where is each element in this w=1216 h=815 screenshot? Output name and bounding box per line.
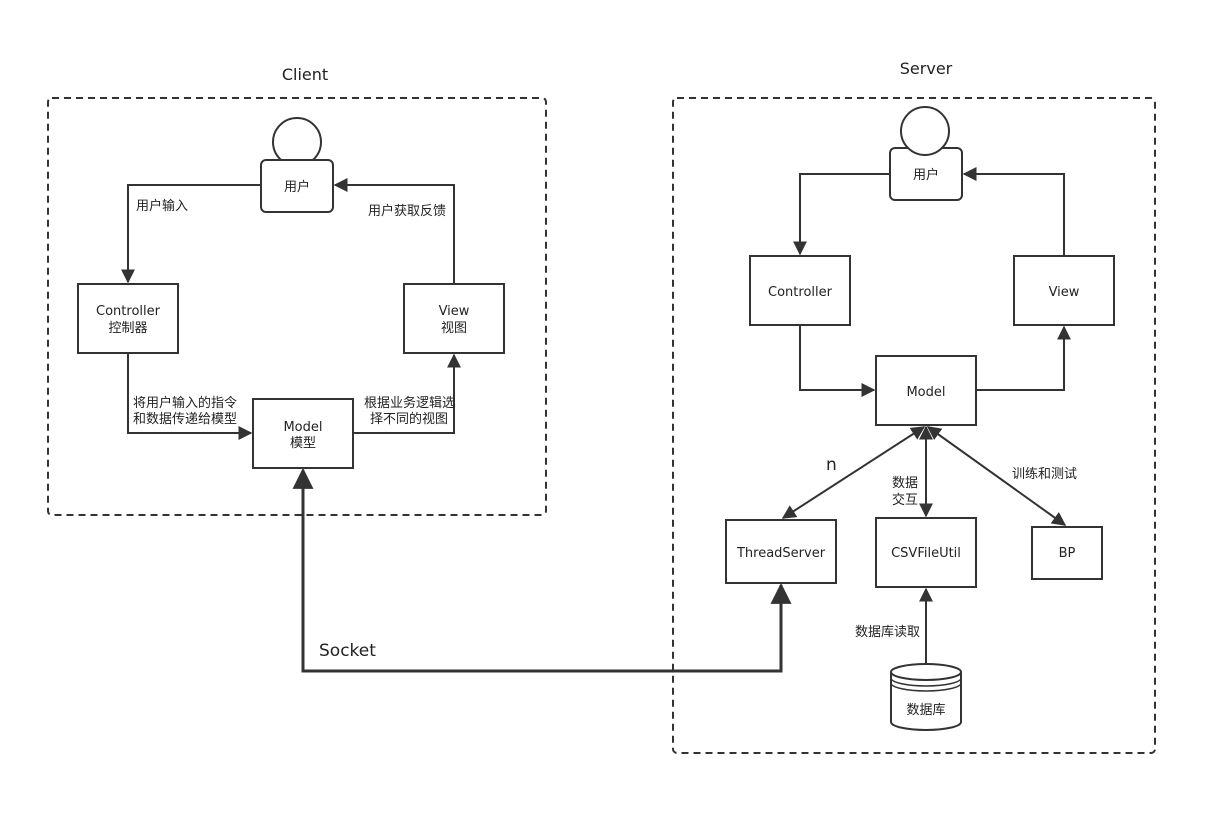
client-controller-sublabel: 控制器 <box>108 321 147 336</box>
server-group: Server 用户 Controller View Model ThreadSe… <box>672 59 1156 754</box>
edge-server-controller-to-model <box>799 325 876 397</box>
edge-user-feedback-label: 用户获取反馈 <box>368 203 446 219</box>
edge-model-thread-server <box>781 426 926 519</box>
server-controller-label: Controller <box>768 285 833 300</box>
client-controller-box <box>77 283 179 354</box>
thread-server-label: ThreadServer <box>736 546 826 561</box>
database-label: 数据库 <box>906 702 945 718</box>
server-view-label: View <box>1049 285 1080 300</box>
edge-socket <box>292 467 792 673</box>
server-model-label: Model <box>906 385 945 400</box>
edge-controller-to-model <box>127 353 253 440</box>
server-boundary <box>672 97 1156 754</box>
socket-connection: Socket <box>292 467 792 673</box>
edge-to-view-label: 根据业务逻辑选 <box>364 395 455 411</box>
edge-view-to-user <box>333 178 455 284</box>
edge-data-exchange-sublabel: 交互 <box>892 492 918 508</box>
client-controller-label: Controller <box>96 304 161 319</box>
edge-server-user-to-controller <box>793 173 890 256</box>
edge-to-model-sublabel: 和数据传递给模型 <box>133 412 237 427</box>
server-view-box <box>1013 255 1115 326</box>
client-view-sublabel: 视图 <box>441 321 467 336</box>
server-user-head-icon <box>900 106 950 156</box>
csv-file-util-box <box>875 517 977 588</box>
client-title: Client <box>282 65 328 84</box>
edge-n-label: n <box>826 455 837 475</box>
edge-user-to-controller <box>121 184 261 284</box>
server-controller-box <box>749 255 851 326</box>
server-title: Server <box>900 59 953 78</box>
client-user-actor: 用户 <box>260 117 334 213</box>
edge-model-bp <box>926 426 1067 526</box>
bp-box <box>1031 526 1103 580</box>
csv-file-util-label: CSVFileUtil <box>891 546 961 561</box>
server-user-actor: 用户 <box>889 106 963 201</box>
client-model-sublabel: 模型 <box>290 436 316 451</box>
client-group: Client 用户 Controller 控制器 View 视图 Model 模… <box>47 65 547 516</box>
edge-to-model-label: 将用户输入的指令 <box>133 395 237 411</box>
edge-data-exchange-label: 数据 <box>892 476 918 491</box>
edge-train-test-label: 训练和测试 <box>1012 467 1077 482</box>
edge-server-view-to-user <box>962 167 1065 256</box>
client-view-label: View <box>439 304 470 319</box>
server-user-label: 用户 <box>913 167 939 183</box>
database-icon <box>890 663 962 731</box>
bp-label: BP <box>1059 546 1076 561</box>
edge-to-view-sublabel: 择不同的视图 <box>370 411 448 427</box>
edge-db-read-label: 数据库读取 <box>855 624 920 640</box>
edge-user-input-label: 用户输入 <box>136 198 188 214</box>
edge-server-model-to-view <box>976 325 1071 391</box>
client-model-label: Model <box>283 420 322 435</box>
client-user-label: 用户 <box>284 179 310 195</box>
client-user-head-icon <box>272 117 322 167</box>
socket-label: Socket <box>319 641 376 661</box>
edge-model-to-view <box>353 353 461 434</box>
server-model-box <box>875 355 977 426</box>
